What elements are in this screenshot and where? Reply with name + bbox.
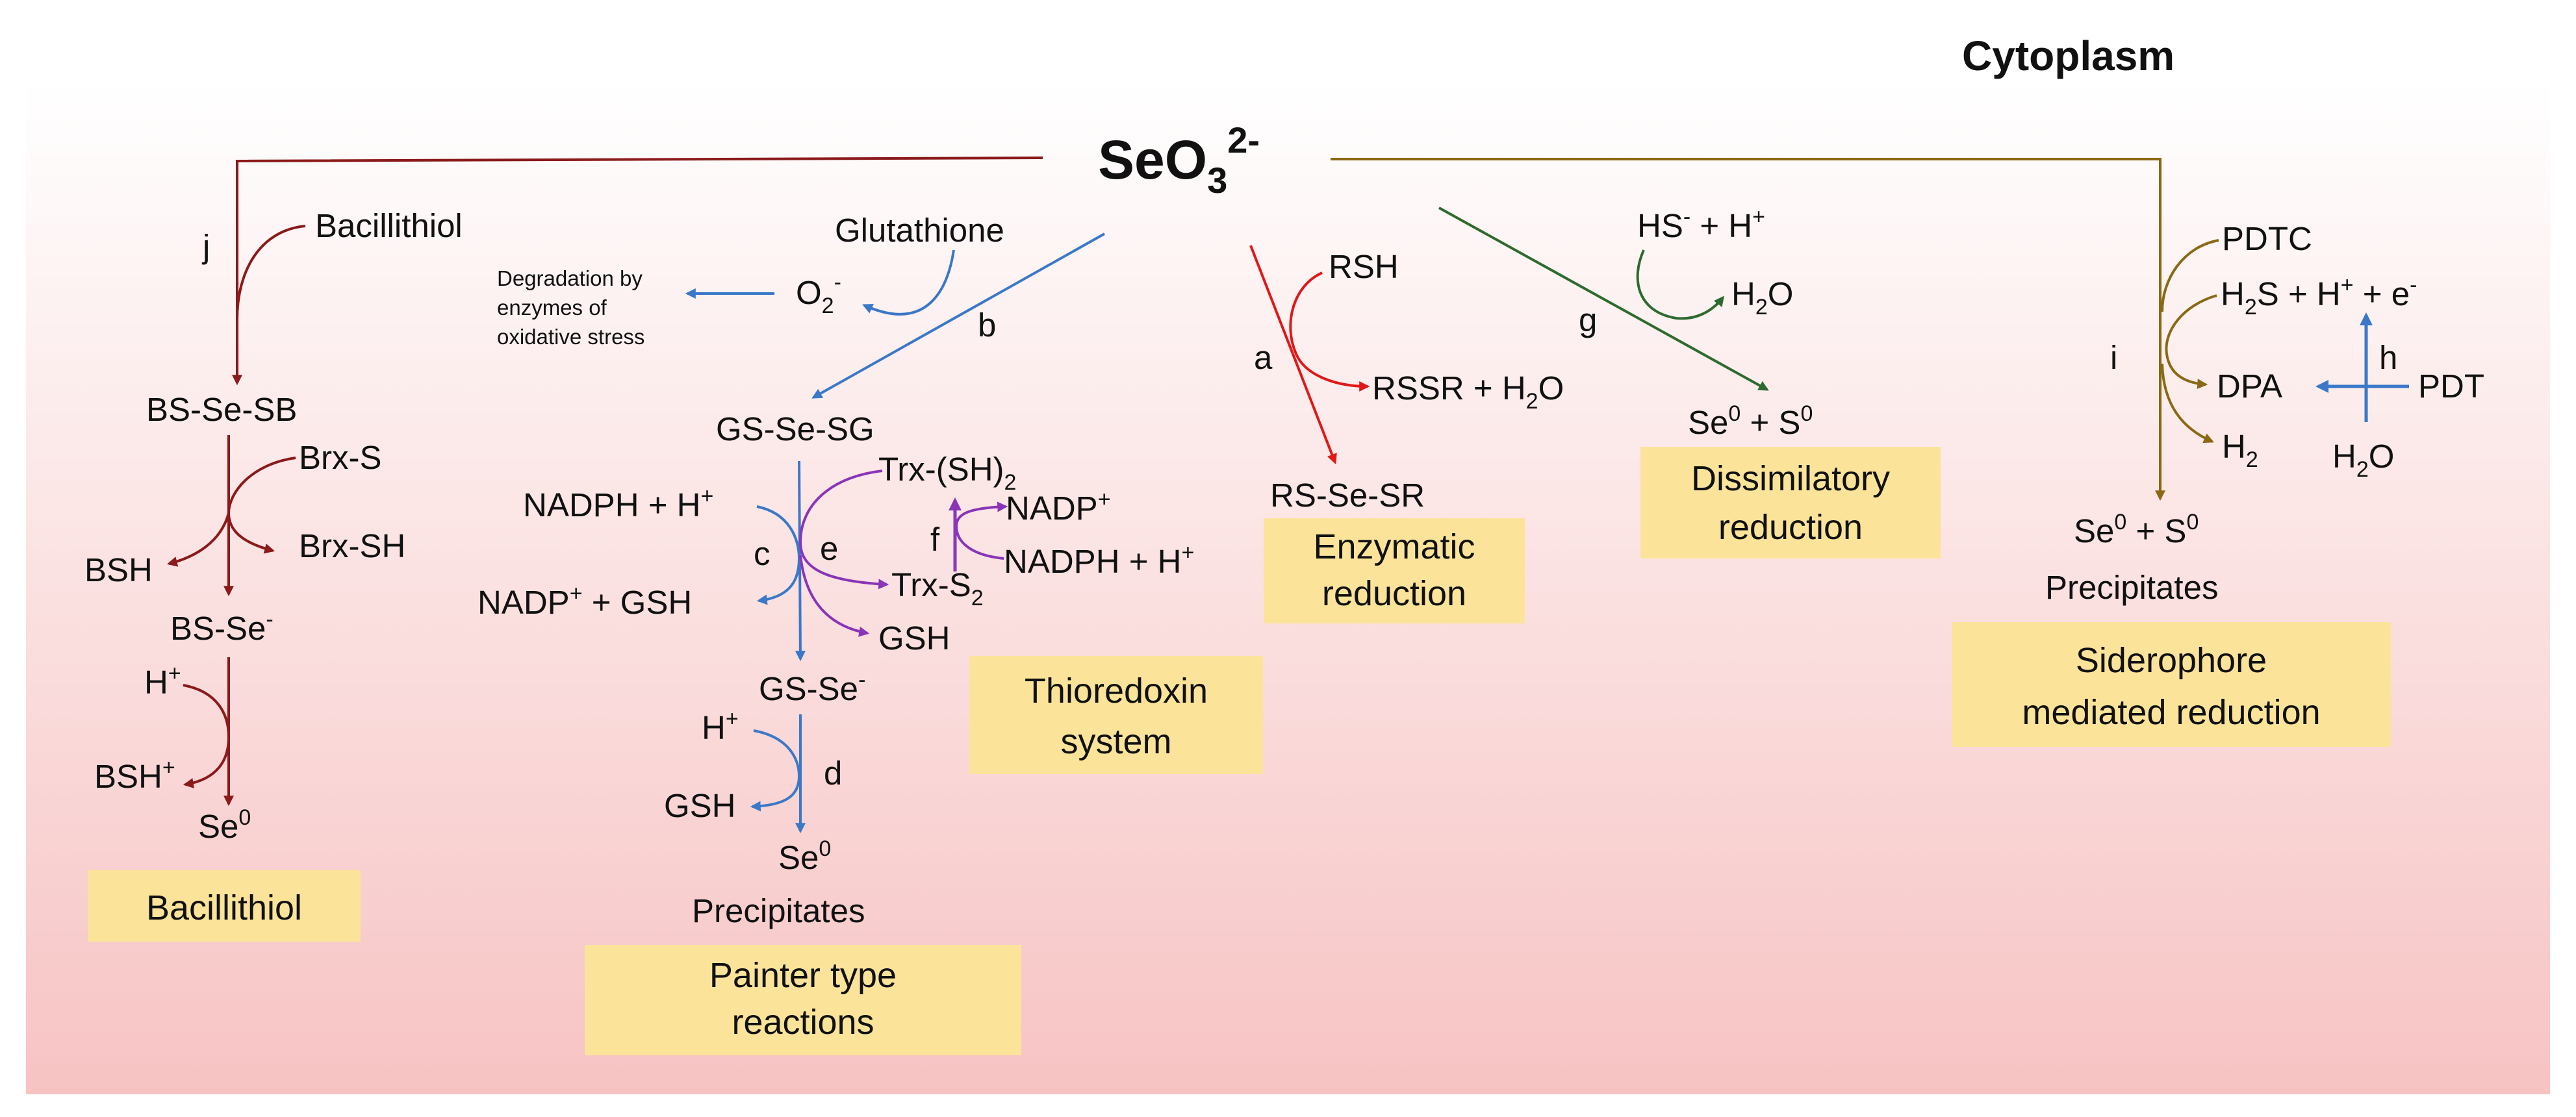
siderophore-pathway: PDTC H2S + H+ + e- i DPA h PDT H2 H2O Se… xyxy=(1331,158,2484,747)
painter-nadph-label: NADPH + H+ xyxy=(523,484,713,523)
step-f-label: f xyxy=(930,521,940,558)
painter-box-line-2: reactions xyxy=(732,1003,874,1042)
trx-s2-label: Trx-S2 xyxy=(891,566,984,610)
rssr-label: RSSR + H2O xyxy=(1372,370,1564,414)
degradation-note-line-1: Degradation by xyxy=(497,266,643,290)
step-j-label: j xyxy=(201,228,210,265)
enzymatic-main-arrow xyxy=(1249,245,1337,464)
rsh-oxidation-arrow xyxy=(1289,271,1370,392)
degradation-note-line-3: oxidative stress xyxy=(497,325,644,349)
hs-to-water-arrow xyxy=(1636,249,1724,320)
painter-h-plus-label: H+ xyxy=(702,707,739,746)
painter-protonation-arrow xyxy=(750,729,801,812)
bacillithiol-pathway: j Bacillithiol BS-Se-SB Brx-S Brx-SH BSH… xyxy=(84,157,1043,942)
thioredoxin-box xyxy=(969,656,1263,774)
siderophore-water-label: H2O xyxy=(2332,438,2394,482)
bacillithiol-h-plus-label: H+ xyxy=(144,661,181,701)
thioredoxin-nadp-label: NADP+ xyxy=(1006,487,1111,527)
siderophore-box xyxy=(1952,622,2391,747)
step-g-label: g xyxy=(1579,301,1597,338)
bacillithiol-curve-arrow xyxy=(236,225,306,320)
bacillithiol-se0-label: Se0 xyxy=(198,805,251,845)
bacillithiol-box-label: Bacillithiol xyxy=(146,888,302,927)
superoxide-curve-arrow xyxy=(862,249,955,316)
nadp-gsh-label: NADP+ + GSH xyxy=(478,581,692,621)
step-i-label: i xyxy=(2110,339,2117,376)
siderophore-box-line-2: mediated reduction xyxy=(2022,693,2320,732)
brx-s-label: Brx-S xyxy=(299,439,382,476)
dissimilatory-pathway: HS- + H+ H2O g Se0 + S0 Dissimilatory re… xyxy=(1438,205,1941,558)
trx-reduction-arrow xyxy=(798,470,889,590)
brx-exchange-arrow xyxy=(227,457,296,554)
dissimilatory-box xyxy=(1640,447,1941,558)
bs-se-anion-label: BS-Se- xyxy=(170,607,274,647)
degradation-note-line-2: enzymes of xyxy=(497,295,607,320)
bs-se-sb-label: BS-Se-SB xyxy=(146,391,297,428)
pdtc-label: PDTC xyxy=(2222,220,2312,257)
enzymatic-box-line-2: reduction xyxy=(1322,574,1466,613)
thioredoxin-pathway: e Trx-(SH)2 f NADP+ NADPH + H+ Trx-S2 GS… xyxy=(798,451,1263,774)
thioredoxin-gsh-label: GSH xyxy=(878,620,950,657)
brx-sh-label: Brx-SH xyxy=(299,527,405,564)
rsh-label: RSH xyxy=(1329,248,1399,285)
h2-label: H2 xyxy=(2222,428,2258,472)
step-b-label: b xyxy=(978,307,996,344)
painter-precipitates-label: Precipitates xyxy=(692,892,865,929)
painter-branch-line xyxy=(811,232,1105,399)
painter-gsh-label: GSH xyxy=(664,787,736,824)
siderophore-branch-line xyxy=(1331,158,2165,501)
glutathione-label: Glutathione xyxy=(835,212,1004,249)
dissimilatory-water-label: H2O xyxy=(1731,275,1793,320)
h2s-to-dpa-arrow xyxy=(2165,294,2217,390)
gs-se-sg-label: GS-Se-SG xyxy=(716,410,874,447)
h2s-line-label: H2S + H+ + e- xyxy=(2221,273,2417,320)
gsh-release-arrow xyxy=(799,555,870,637)
gs-se-anion-label: GS-Se- xyxy=(759,668,865,707)
enzymatic-pathway: RSH a RSSR + H2O RS-Se-SR Enzymatic redu… xyxy=(1249,245,1564,623)
nadph-oxidation-arrow xyxy=(756,505,801,605)
hs-h-label: HS- + H+ xyxy=(1637,205,1765,244)
step-h-label: h xyxy=(2379,339,2397,376)
bacillithiol-box xyxy=(88,870,361,942)
thioredoxin-nadph-label: NADPH + H+ xyxy=(1004,540,1194,580)
enzymatic-box xyxy=(1264,518,1525,623)
cytoplasm-label: Cytoplasm xyxy=(1962,32,2174,79)
dissimilatory-product-label: Se0 + S0 xyxy=(1688,401,1813,441)
bacillithiol-reagent-label: Bacillithiol xyxy=(315,207,463,244)
bsh-plus-label: BSH+ xyxy=(94,755,175,795)
selenite-ion: SeO32- xyxy=(1098,119,1260,201)
painter-box xyxy=(585,945,1021,1055)
dissimilatory-box-line-2: reduction xyxy=(1718,508,1863,547)
enzymatic-box-line-1: Enzymatic xyxy=(1313,527,1475,566)
step-d-label: d xyxy=(824,755,842,792)
painter-se0-label: Se0 xyxy=(778,836,831,876)
dissimilatory-box-line-1: Dissimilatory xyxy=(1691,459,1890,498)
nadph-to-nadp-arrow xyxy=(954,501,1008,560)
trx-sh2-label: Trx-(SH)2 xyxy=(878,451,1016,495)
dissimilatory-main-arrow xyxy=(1438,207,1769,391)
thioredoxin-box-line-2: system xyxy=(1060,722,1171,761)
bsh-release-arrow xyxy=(166,512,230,567)
protonation-arrow xyxy=(183,684,231,788)
dpa-to-h2-arrow xyxy=(2161,363,2214,444)
rs-se-sr-label: RS-Se-SR xyxy=(1270,477,1425,514)
step-a-label: a xyxy=(1254,339,1273,376)
bsh-label: BSH xyxy=(84,551,153,588)
painter-pathway: Glutathione O2- Degradation by enzymes o… xyxy=(478,212,1105,1055)
step-e-label: e xyxy=(820,530,838,567)
pdtc-curve xyxy=(2161,239,2219,312)
pdt-label: PDT xyxy=(2418,368,2484,405)
dpa-label: DPA xyxy=(2217,368,2282,405)
step-c-label: c xyxy=(754,535,771,572)
siderophore-precipitates-label: Precipitates xyxy=(2045,569,2218,606)
superoxide-label: O2- xyxy=(796,270,841,318)
siderophore-product-label: Se0 + S0 xyxy=(2074,510,2199,549)
siderophore-box-line-1: Siderophore xyxy=(2076,641,2267,680)
thioredoxin-box-line-1: Thioredoxin xyxy=(1025,671,1208,710)
painter-box-line-1: Painter type xyxy=(709,956,897,995)
